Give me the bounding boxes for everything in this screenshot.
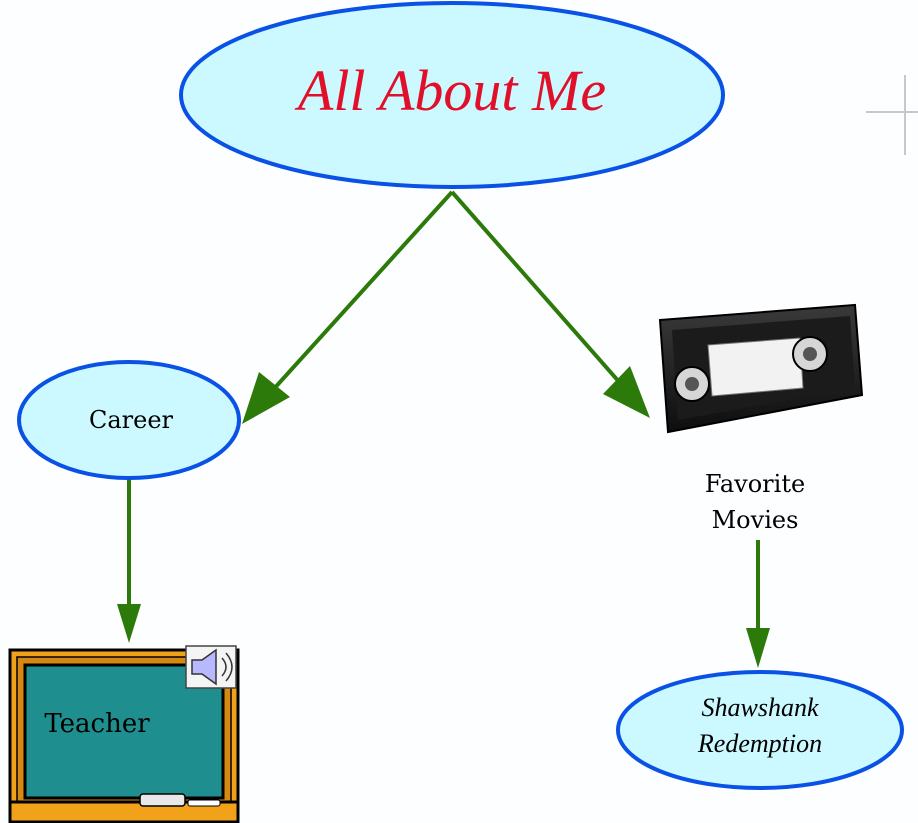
videotape-icon (658, 303, 864, 434)
arrowhead (603, 366, 650, 418)
teacher-label: Teacher (44, 709, 150, 739)
shawshank-node[interactable]: Shawshank Redemption (616, 670, 904, 790)
teacher-node[interactable]: Teacher (8, 645, 240, 823)
connector-main-career (242, 190, 454, 424)
favorite-movies-node[interactable]: Favorite Movies (658, 303, 864, 534)
main-topic-node[interactable]: All About Me (179, 1, 725, 189)
reel-left (674, 366, 710, 402)
shawshank-label-line1: Shawshank (702, 693, 819, 722)
connector-career-teacher (117, 478, 141, 643)
plus-icon[interactable] (866, 75, 918, 155)
favorite-movies-label-line1: Favorite (705, 470, 805, 498)
connector-main-movies (450, 190, 650, 418)
arrowhead (746, 628, 770, 668)
reel-right (792, 336, 828, 372)
connector-movies-shawshank (746, 540, 770, 668)
arrowhead (242, 372, 290, 424)
main-topic-label: All About Me (294, 58, 606, 123)
career-node[interactable]: Career (17, 360, 241, 480)
favorite-movies-label-line2: Movies (712, 506, 799, 534)
shawshank-label-line2: Redemption (697, 729, 822, 758)
speaker-icon[interactable] (185, 645, 237, 689)
career-label: Career (89, 406, 174, 434)
arrowhead (117, 604, 141, 643)
